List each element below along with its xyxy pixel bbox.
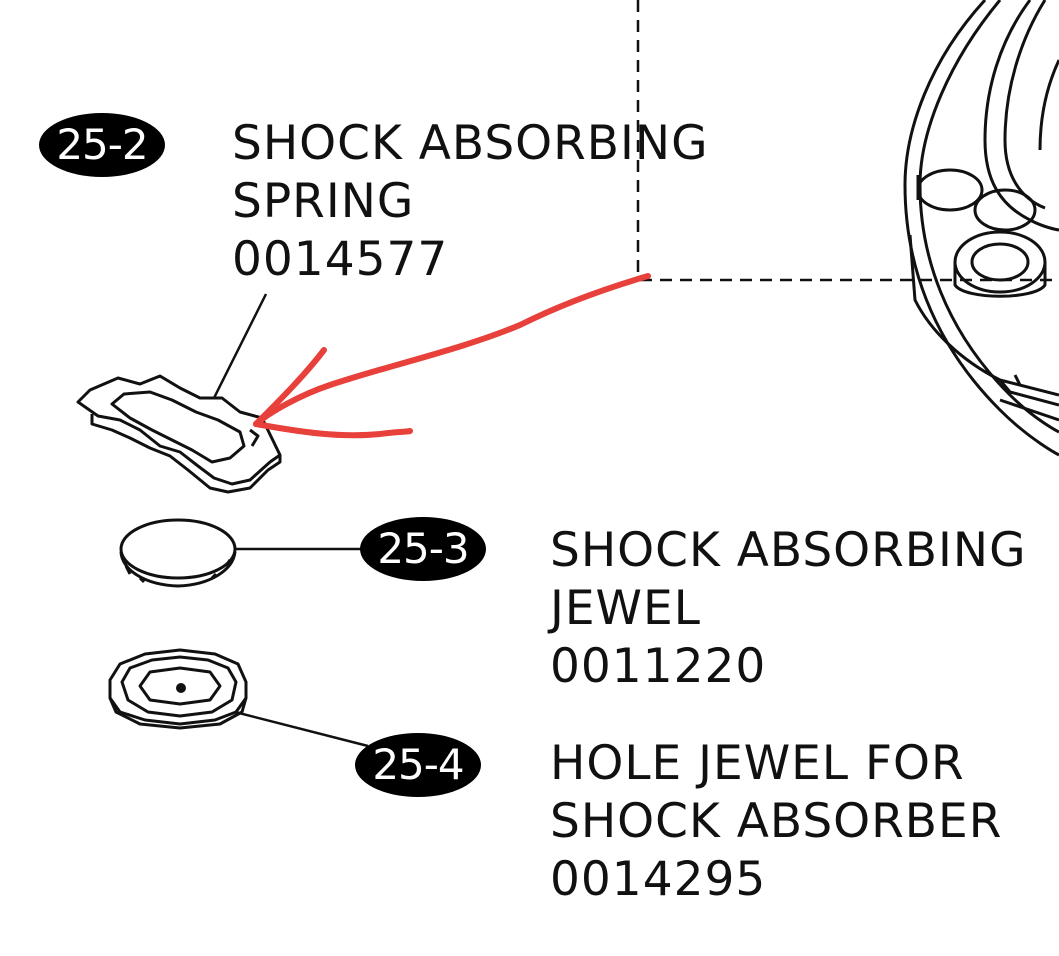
part-number: 0011220 [550,639,767,694]
balance-assembly-drawing [903,0,1059,457]
leader-lines [212,293,369,748]
part-label-25-2: SHOCK ABSORBING SPRING 0014577 [232,115,709,289]
part-label-25-3: SHOCK ABSORBING JEWEL 0011220 [550,522,1027,696]
part-name-line: JEWEL [550,581,701,636]
red-arrow-annotation [253,273,651,439]
hole-jewel-drawing [108,648,248,730]
part-badge-25-2: 25-2 [39,113,165,177]
part-number: 0014295 [550,852,767,907]
part-name-line: HOLE JEWEL FOR [550,736,965,791]
part-name-line: SHOCK ABSORBER [550,794,1003,849]
part-badge-25-4: 25-4 [355,733,481,797]
part-label-25-4: HOLE JEWEL FOR SHOCK ABSORBER 0014295 [550,735,1002,909]
part-name-line: SHOCK ABSORBING [550,523,1027,578]
part-name-line: SPRING [232,174,415,229]
part-number: 0014577 [232,232,449,287]
shock-spring-drawing [76,374,282,494]
part-name-line: SHOCK ABSORBING [232,116,709,171]
jewel-disc-drawing [119,518,237,588]
part-badge-25-3: 25-3 [360,517,486,581]
